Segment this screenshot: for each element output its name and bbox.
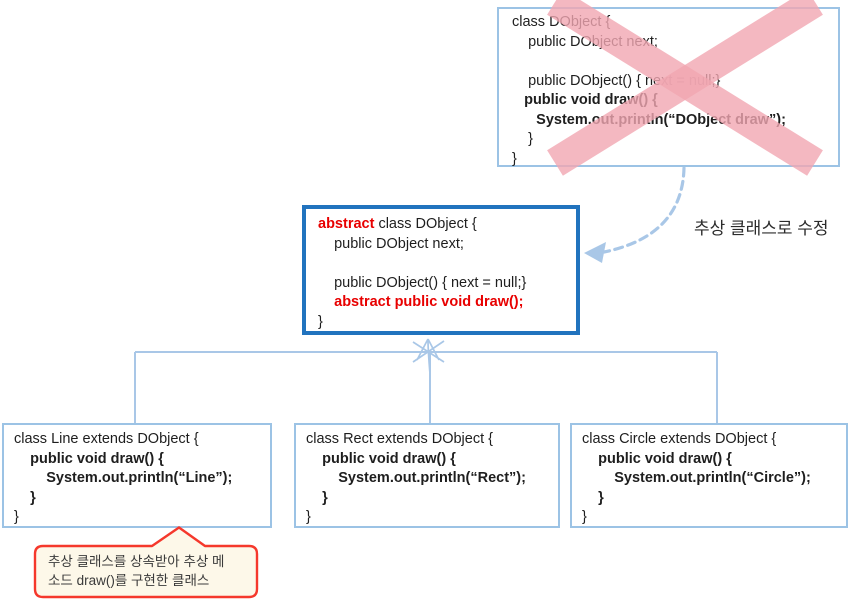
code-line: System.out.println(“DObject draw”); [536,111,786,128]
code-line: } [322,489,328,506]
code-line: public void draw() { [524,92,658,108]
code-line: public DObject() { next = null;} [512,72,721,89]
revision-arrowhead-icon [584,242,606,263]
code-line: } [512,131,533,147]
code-line: } [318,313,323,330]
code-box-line-subclass: class Line extends DObject { public void… [2,423,272,528]
code-line: public DObject() { next = null;} [318,274,527,291]
code-line: } [582,509,587,525]
code-line: } [512,150,517,167]
code-box-dobject-abstract: abstract class DObject { public DObject … [302,205,580,335]
revision-dashed-arrow [584,166,686,263]
code-line: public DObject next; [512,33,658,50]
code-line: class Line extends DObject { [14,431,199,447]
code-box-rect-subclass: class Rect extends DObject { public void… [294,423,560,528]
code-line: class Rect extends DObject { [306,431,493,447]
code-box-dobject-original: class DObject { public DObject next; pub… [497,7,840,167]
code-line: abstract public void draw(); [334,294,524,310]
code-box-circle-subclass: class Circle extends DObject { public vo… [570,423,848,528]
code-line: public void draw() { [598,450,732,467]
code-line: abstract class DObject { [318,216,477,232]
callout-text-line2: 소드 draw()를 구현한 클래스 [48,573,210,588]
code-line: public void draw() { [322,450,456,467]
code-line: class DObject { [512,14,611,30]
code-line: System.out.println(“Circle”); [614,470,811,486]
code-line: System.out.println(“Rect”); [338,470,526,486]
code-line [318,254,576,274]
code-line: public void draw() { [30,450,164,467]
callout-text: 추상 클래스를 상속받아 추상 메 소드 draw()를 구현한 클래스 [48,552,250,590]
inheritance-arrowhead-icon [412,338,445,375]
code-line: } [14,509,19,525]
inheritance-tree-connector [134,351,718,423]
revision-label: 추상 클래스로 수정 [694,219,829,238]
code-line: class Circle extends DObject { [582,431,777,447]
code-line: System.out.println(“Line”); [46,470,233,486]
code-line: } [306,509,311,525]
code-line: public DObject next; [318,235,464,252]
code-line [512,52,838,72]
callout-text-line1: 추상 클래스를 상속받아 추상 메 [48,554,225,569]
code-line: } [598,489,604,506]
code-line: } [30,489,36,506]
